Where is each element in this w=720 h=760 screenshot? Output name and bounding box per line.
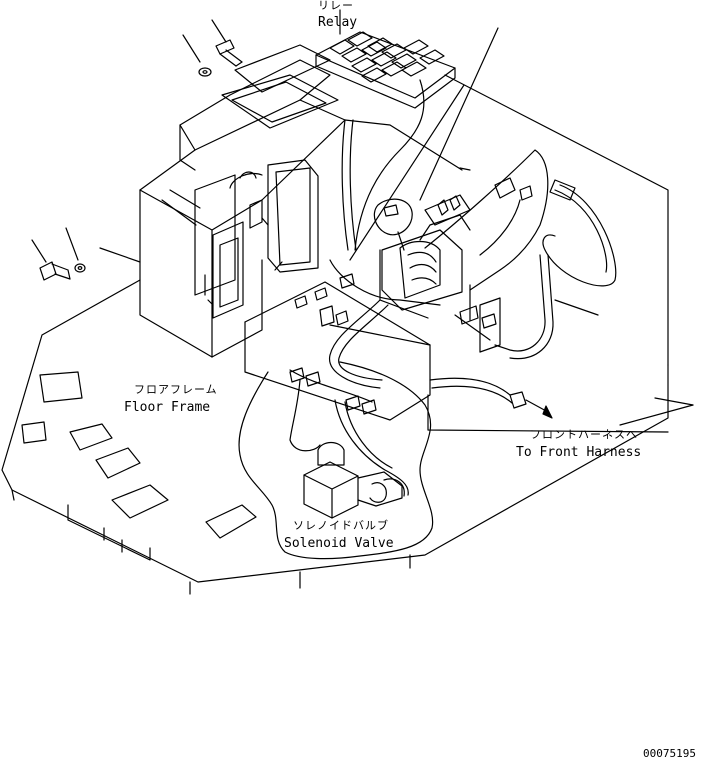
floor-frame-label-jp: フロアフレーム <box>134 383 218 396</box>
relay-block <box>315 31 456 109</box>
leader-lines <box>161 9 499 271</box>
relay-label-en: Relay <box>318 15 358 30</box>
floor-frame-cutouts <box>21 371 257 539</box>
right-bracket <box>424 149 617 360</box>
solenoid-valve <box>303 441 405 519</box>
harness-outline <box>238 361 434 560</box>
solenoid-valve-label-jp: ソレノイドバルブ <box>293 519 389 532</box>
controller-units <box>194 159 319 319</box>
harness-bundles <box>229 79 553 496</box>
rear-wall-panel <box>427 74 694 433</box>
floor-frame-label-en: Floor Frame <box>124 400 211 415</box>
relay-label-jp: リレー <box>318 0 354 12</box>
console-box <box>139 44 346 358</box>
drawing-number: 00075195 <box>643 747 696 760</box>
bolt-washer-parts <box>31 19 243 281</box>
lever-assembly <box>373 194 471 311</box>
lever-base-box <box>244 249 431 421</box>
front-harness-label-jp: フロントハーネスへ <box>530 428 638 441</box>
harness-connectors <box>239 171 533 415</box>
front-harness-label-en: To Front Harness <box>516 445 642 460</box>
solenoid-valve-label-en: Solenoid Valve <box>284 536 394 551</box>
floor-frame <box>1 279 669 595</box>
